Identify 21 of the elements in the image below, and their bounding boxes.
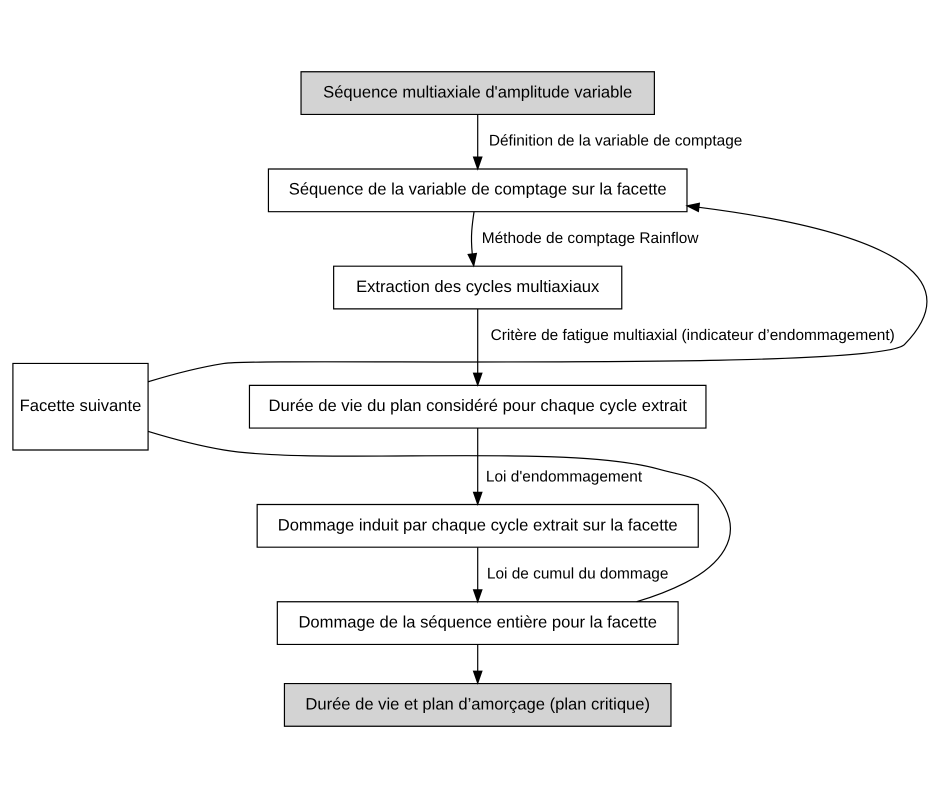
node-box: Dommage de la séquence entière pour la facette bbox=[276, 601, 679, 646]
edge-label: Loi de cumul du dommage bbox=[486, 566, 668, 583]
node-box: Séquence multiaxiale d'amplitude variable bbox=[300, 71, 655, 116]
arrow bbox=[467, 212, 478, 268]
edge-label: Critère de fatigue multiaxial (indicateur d’endommagement) bbox=[490, 327, 895, 344]
connector bbox=[148, 430, 731, 602]
arrow bbox=[472, 428, 483, 506]
edge-label: Loi d'endommagement bbox=[486, 468, 642, 486]
node-box: Facette suivante bbox=[12, 362, 149, 451]
node-box: Séquence de la variable de comptage sur la facette bbox=[268, 168, 688, 212]
node-box: Durée de vie du plan considéré pour chaque cycle extrait bbox=[248, 384, 707, 429]
arrow bbox=[472, 548, 483, 604]
arrow bbox=[472, 309, 483, 387]
node-box: Dommage induit par chaque cycle extrait sur la facette bbox=[256, 504, 699, 548]
node-box: Durée de vie et plan d’amorçage (plan critique) bbox=[284, 682, 672, 727]
arrow bbox=[148, 202, 927, 382]
arrow bbox=[472, 644, 483, 685]
edge-label: Définition de la variable de comptage bbox=[488, 132, 742, 150]
edge-label: Méthode de comptage Rainflow bbox=[482, 230, 698, 247]
node-box: Extraction des cycles multiaxiaux bbox=[333, 266, 622, 310]
arrow bbox=[472, 114, 483, 171]
